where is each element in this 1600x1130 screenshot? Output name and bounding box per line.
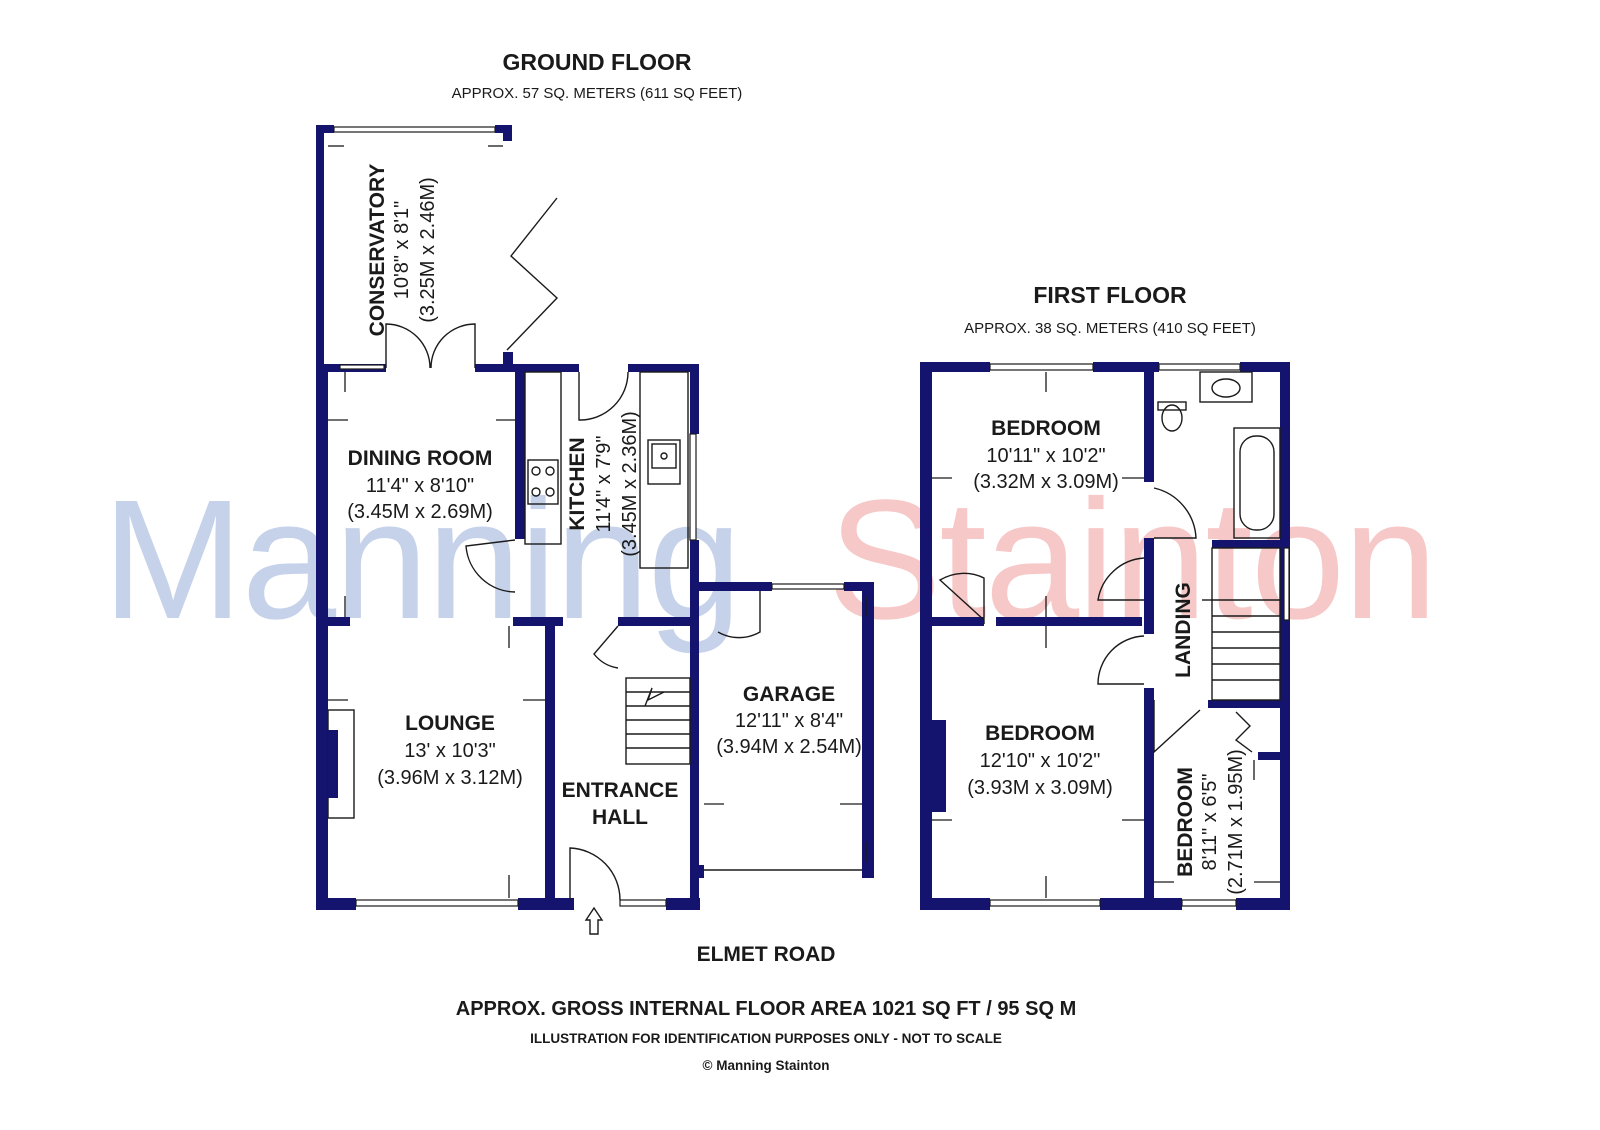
ground-floor-walls	[316, 125, 874, 910]
garage-imperial: 12'11" x 8'4"	[735, 710, 843, 732]
street-name: ELMET ROAD	[697, 943, 836, 966]
bedroom-3-metric: (2.71M x 1.95M)	[1225, 749, 1247, 895]
bedroom-1-name: BEDROOM	[991, 417, 1101, 440]
copyright: © Manning Stainton	[703, 1058, 830, 1073]
dining-room-imperial: 11'4" x 8'10"	[366, 475, 474, 497]
landing-name: LANDING	[1172, 582, 1195, 678]
entrance-hall-name-line2: HALL	[592, 806, 648, 829]
kitchen-label: KITCHEN 11'4" x 7'9" (3.45M x 2.36M)	[566, 411, 641, 557]
first-floor-dimension-arrows	[932, 372, 1280, 898]
lounge-metric: (3.96M x 3.12M)	[377, 767, 523, 789]
garage-metric: (3.94M x 2.54M)	[716, 736, 862, 758]
bedroom-3-label: BEDROOM 8'11" x 6'5" (2.71M x 1.95M)	[1174, 749, 1247, 895]
bedroom-2-imperial: 12'10" x 10'2"	[980, 750, 1101, 772]
bedroom-2-name: BEDROOM	[985, 722, 1095, 745]
bedroom-1-metric: (3.32M x 3.09M)	[973, 471, 1119, 493]
bedroom-3-imperial: 8'11" x 6'5"	[1199, 773, 1221, 870]
watermark: Manning Stainton	[102, 465, 1438, 655]
first-floor-title: FIRST FLOOR	[1033, 282, 1187, 308]
lounge-imperial: 13' x 10'3"	[404, 740, 495, 762]
dining-room-metric: (3.45M x 2.69M)	[347, 501, 493, 523]
ground-floor-details	[327, 126, 862, 935]
first-floor-walls	[920, 362, 1290, 910]
ground-floor-dimension-arrows	[328, 145, 867, 898]
ground-floor-area: APPROX. 57 SQ. METERS (611 SQ FEET)	[452, 85, 743, 102]
entrance-hall-name-line1: ENTRANCE	[562, 779, 679, 802]
bedroom-1-imperial: 10'11" x 10'2"	[986, 445, 1105, 467]
kitchen-imperial: 11'4" x 7'9"	[593, 435, 615, 532]
bedroom-3-name: BEDROOM	[1174, 767, 1197, 877]
conservatory-metric: (3.25M x 2.46M)	[417, 177, 439, 323]
garage-name: GARAGE	[743, 683, 835, 706]
kitchen-metric: (3.45M x 2.36M)	[619, 411, 641, 557]
conservatory-imperial: 10'8" x 8'1"	[391, 201, 413, 300]
conservatory-name: CONSERVATORY	[366, 164, 389, 337]
dining-room-name: DINING ROOM	[348, 447, 493, 470]
disclaimer: ILLUSTRATION FOR IDENTIFICATION PURPOSES…	[530, 1031, 1002, 1046]
ground-floor-title: GROUND FLOOR	[502, 49, 691, 75]
landing-label: LANDING	[1172, 582, 1195, 678]
bedroom-2-metric: (3.93M x 3.09M)	[967, 777, 1113, 799]
first-floor-area: APPROX. 38 SQ. METERS (410 SQ FEET)	[964, 320, 1256, 337]
gross-floor-area: APPROX. GROSS INTERNAL FLOOR AREA 1021 S…	[456, 998, 1076, 1020]
first-floor-details	[932, 363, 1290, 907]
lounge-name: LOUNGE	[405, 712, 495, 735]
kitchen-name: KITCHEN	[566, 437, 589, 530]
conservatory-label: CONSERVATORY 10'8" x 8'1" (3.25M x 2.46M…	[366, 164, 439, 337]
